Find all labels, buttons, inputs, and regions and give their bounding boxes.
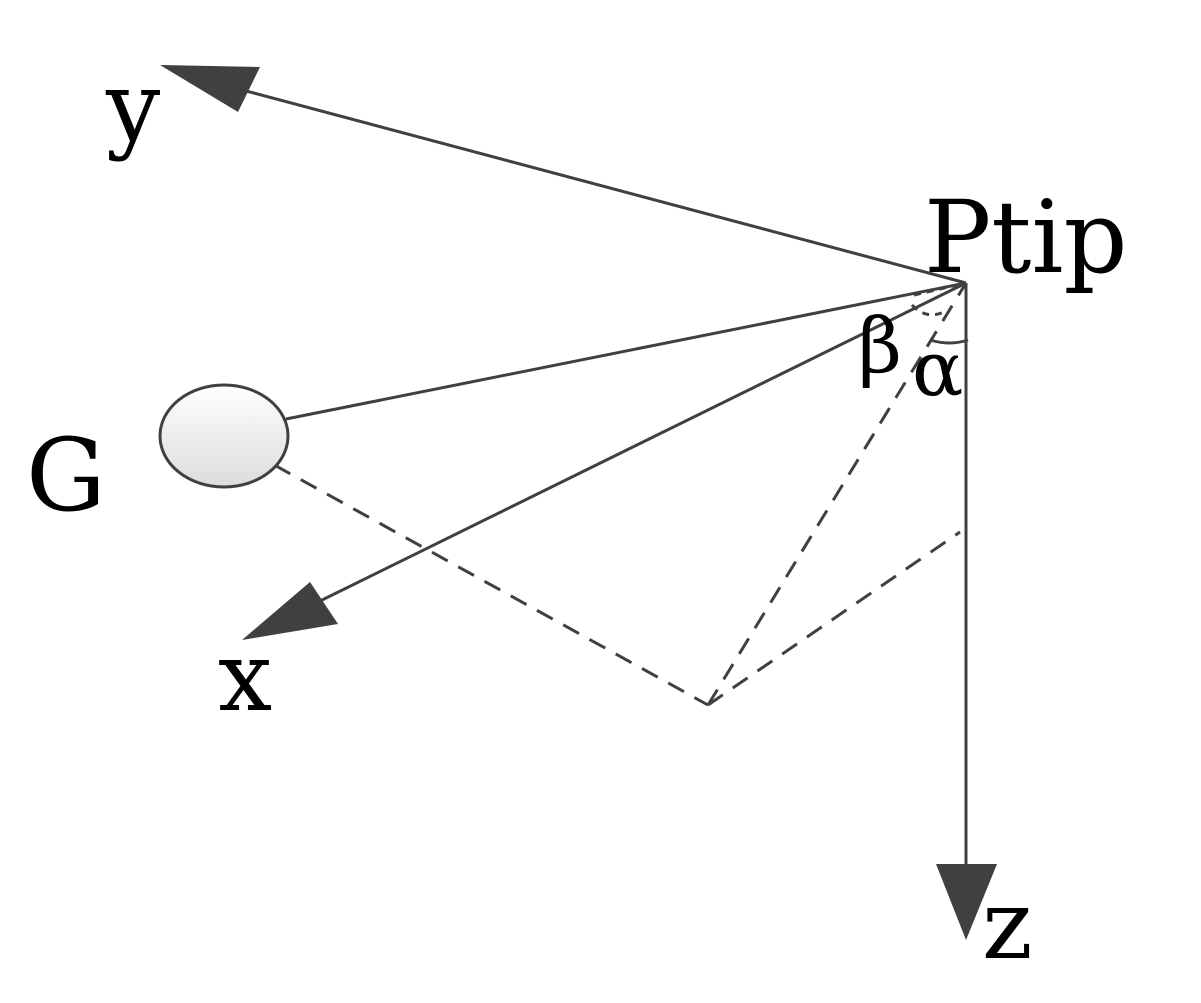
x-axis-line [317, 281, 967, 604]
ptip-to-g-line [285, 281, 967, 421]
z-axis-label: z [982, 869, 1033, 981]
y-axis-line [234, 86, 967, 285]
y-axis-arrowhead [160, 65, 260, 112]
x-axis-arrowhead [242, 582, 338, 640]
g-label: G [26, 417, 106, 534]
beta-label: β [858, 301, 902, 390]
alpha-angle-arc [929, 338, 969, 345]
ptip-short-dotted-line [913, 281, 967, 297]
y-axis-label: y [105, 51, 160, 163]
projection-to-z-dashed-line [707, 530, 961, 707]
projection-to-ptip-dashed-line [706, 282, 968, 706]
g-center-ellipse [158, 383, 290, 489]
g-projection-dashed-line [221, 434, 709, 707]
beta-angle-arc [910, 303, 945, 317]
z-axis-arrowhead [936, 864, 997, 940]
alpha-label: α [912, 324, 963, 413]
ptip-label: Ptip [924, 179, 1127, 296]
x-axis-label: x [218, 621, 272, 733]
